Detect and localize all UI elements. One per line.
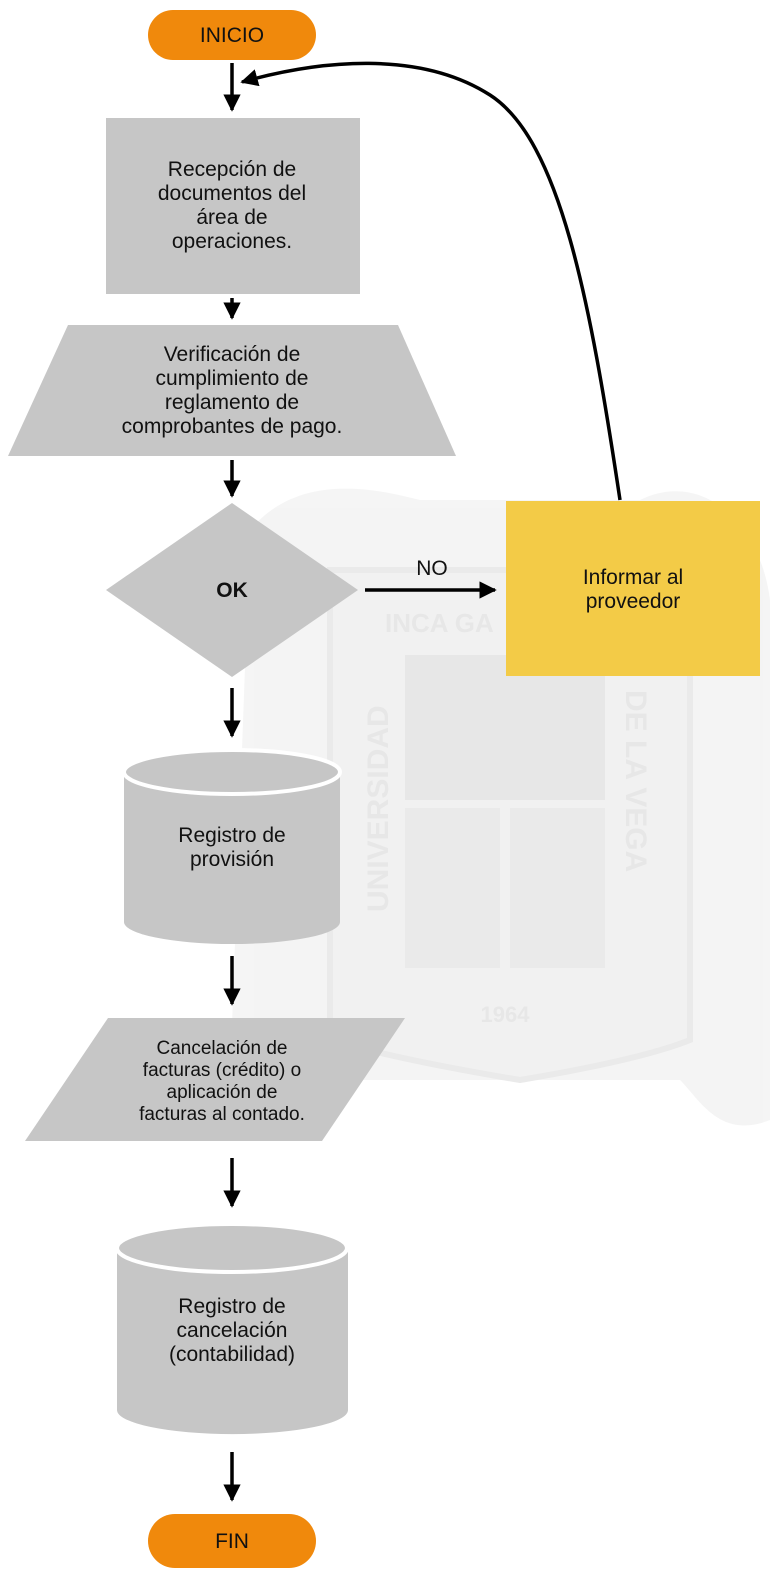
label-line: facturas (crédito) o bbox=[143, 1060, 301, 1081]
node-fin: FIN bbox=[148, 1514, 316, 1568]
label-line: Informar al bbox=[583, 566, 683, 589]
watermark-quarter-right bbox=[510, 808, 605, 968]
label-line: Registro de bbox=[178, 824, 285, 847]
fin-shape bbox=[148, 1514, 316, 1568]
label-line: OK bbox=[216, 579, 248, 602]
watermark-left-text: UNIVERSIDAD bbox=[362, 705, 395, 912]
registro-provision-top bbox=[122, 748, 342, 796]
label-line: comprobantes de pago. bbox=[122, 415, 343, 438]
label-line: documentos del bbox=[158, 182, 306, 205]
registro-provision-body bbox=[124, 772, 340, 944]
node-decision: OK bbox=[106, 503, 358, 677]
cancelacion-shape bbox=[25, 1018, 405, 1141]
inicio-shape bbox=[148, 10, 316, 60]
watermark-quarter-left bbox=[405, 808, 500, 968]
label-line: proveedor bbox=[586, 590, 681, 613]
label-line: Cancelación de bbox=[157, 1038, 288, 1059]
label-line: aplicación de bbox=[167, 1082, 278, 1103]
label-line: cancelación bbox=[177, 1319, 288, 1342]
label-line: área de bbox=[196, 206, 267, 229]
label-line: (contabilidad) bbox=[169, 1343, 295, 1366]
connectors bbox=[223, 61, 622, 1502]
label-line: reglamento de bbox=[165, 391, 299, 414]
label-line: Registro de bbox=[178, 1295, 285, 1318]
registro-cancelacion-top bbox=[115, 1222, 349, 1274]
fin-label: FIN bbox=[215, 1530, 249, 1553]
label-line: INICIO bbox=[200, 24, 264, 47]
watermark-right-text: DE LA VEGA bbox=[619, 690, 652, 872]
watermark-year: 1964 bbox=[481, 1002, 531, 1027]
label-line: cumplimiento de bbox=[156, 367, 309, 390]
label-line: operaciones. bbox=[172, 230, 292, 253]
informar-shape bbox=[506, 501, 760, 676]
node-inicio: INICIO bbox=[148, 10, 316, 60]
verificacion-shape bbox=[8, 325, 456, 456]
label-line: facturas al contado. bbox=[139, 1104, 305, 1125]
label-line: FIN bbox=[215, 1530, 249, 1553]
watermark-top-text: INCA GA bbox=[385, 608, 494, 638]
arrow-informar-back-to-start bbox=[240, 61, 622, 501]
label-line: Verificación de bbox=[164, 343, 301, 366]
decision-label: OK bbox=[216, 579, 248, 602]
edge-label-no: NO bbox=[416, 557, 448, 580]
recepcion-shape bbox=[106, 118, 360, 294]
label-line: Recepción de bbox=[168, 158, 296, 181]
registro-cancelacion-body bbox=[117, 1248, 348, 1435]
decision-shape bbox=[106, 503, 358, 677]
label-line: provisión bbox=[190, 848, 274, 871]
inicio-label: INICIO bbox=[200, 24, 264, 47]
watermark-quarter-top bbox=[405, 655, 605, 800]
